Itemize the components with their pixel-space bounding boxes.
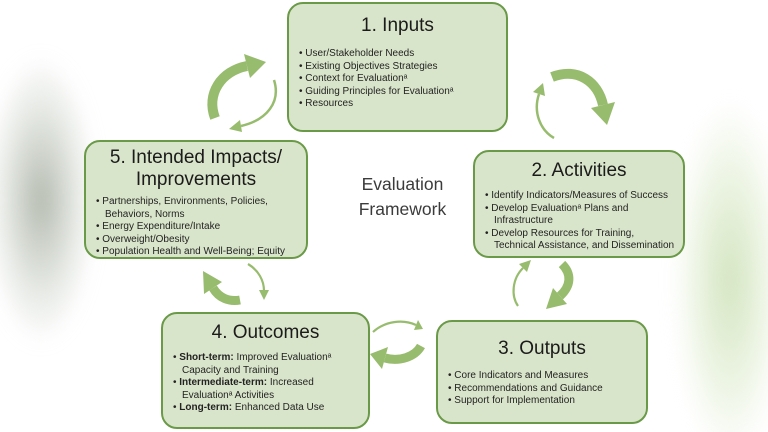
list-item: Partnerships, Environments, Policies, Be… <box>96 196 300 221</box>
list-item-bold-label: Intermediate-term: <box>179 377 268 389</box>
box-intended-impacts-title: 5. Intended Impacts/ Improvements <box>90 147 302 191</box>
box-outputs-list: Core Indicators and Measures Recommendat… <box>438 370 646 408</box>
list-item: Long-term: Enhanced Data Use <box>173 402 362 415</box>
list-item-bold-label: Long-term: <box>179 402 233 414</box>
box-outputs: 3. Outputs Core Indicators and Measures … <box>436 320 648 424</box>
cycle-arrow-3-to-4-icon <box>370 320 425 369</box>
blurred-edge-left <box>0 55 96 345</box>
list-item: Core Indicators and Measures <box>448 370 640 383</box>
cycle-arrow-1-to-2-icon <box>533 68 615 140</box>
list-item: Intermediate-term: Increased Evaluationᵃ… <box>173 377 362 402</box>
center-title: Evaluation Framework <box>358 174 447 219</box>
box-activities: 2. Activities Identify Indicators/Measur… <box>473 150 685 258</box>
list-item: Existing Objectives Strategies <box>299 61 500 74</box>
box-intended-impacts-list: Partnerships, Environments, Policies, Be… <box>86 196 306 259</box>
box-outputs-title: 3. Outputs <box>498 338 586 359</box>
list-item: Overweight/Obesity <box>96 234 300 247</box>
box-intended-impacts: 5. Intended Impacts/ Improvements Partne… <box>84 140 308 259</box>
blurred-edge-right <box>674 100 768 432</box>
box-outcomes-title: 4. Outcomes <box>211 322 320 343</box>
box-activities-title: 2. Activities <box>531 160 627 181</box>
box-inputs: 1. Inputs User/Stakeholder Needs Existin… <box>287 2 508 132</box>
cycle-arrow-2-to-3-icon <box>512 260 574 309</box>
list-item: User/Stakeholder Needs <box>299 48 500 61</box>
list-item: Support for Implementation <box>448 395 640 408</box>
cycle-arrow-4-to-5-icon <box>203 263 269 305</box>
list-item: Context for Evaluationᵃ <box>299 73 500 86</box>
title-line-2: Improvements <box>135 169 257 190</box>
list-item: Recommendations and Guidance <box>448 383 640 396</box>
list-item-text: Improved Evaluationᵃ Capacity and Traini… <box>182 352 332 376</box>
box-inputs-list: User/Stakeholder Needs Existing Objectiv… <box>289 48 506 111</box>
box-outcomes-list: Short-term: Improved Evaluationᵃ Capacit… <box>163 352 368 415</box>
title-line-1: 5. Intended Impacts/ <box>109 147 283 168</box>
box-inputs-title: 1. Inputs <box>361 15 434 36</box>
list-item: Guiding Principles for Evaluationᵃ <box>299 86 500 99</box>
list-item-bold-label: Short-term: <box>179 352 234 363</box>
list-item: Resources <box>299 98 500 111</box>
list-item: Population Health and Well-Being; Equity <box>96 246 300 259</box>
box-activities-list: Identify Indicators/Measures of Success … <box>475 190 683 253</box>
list-item-text: Enhanced Data Use <box>232 402 325 414</box>
box-outcomes: 4. Outcomes Short-term: Improved Evaluat… <box>161 312 370 429</box>
list-item: Develop Resources for Training, Technica… <box>485 228 677 253</box>
list-item-text: Increased Evaluationᵃ Activities <box>182 377 314 401</box>
list-item: Energy Expenditure/Intake <box>96 221 300 234</box>
list-item: Develop Evaluationᵃ Plans and Infrastruc… <box>485 203 677 228</box>
list-item: Short-term: Improved Evaluationᵃ Capacit… <box>173 352 362 377</box>
list-item: Identify Indicators/Measures of Success <box>485 190 677 203</box>
cycle-arrow-5-to-1-icon <box>207 54 277 132</box>
